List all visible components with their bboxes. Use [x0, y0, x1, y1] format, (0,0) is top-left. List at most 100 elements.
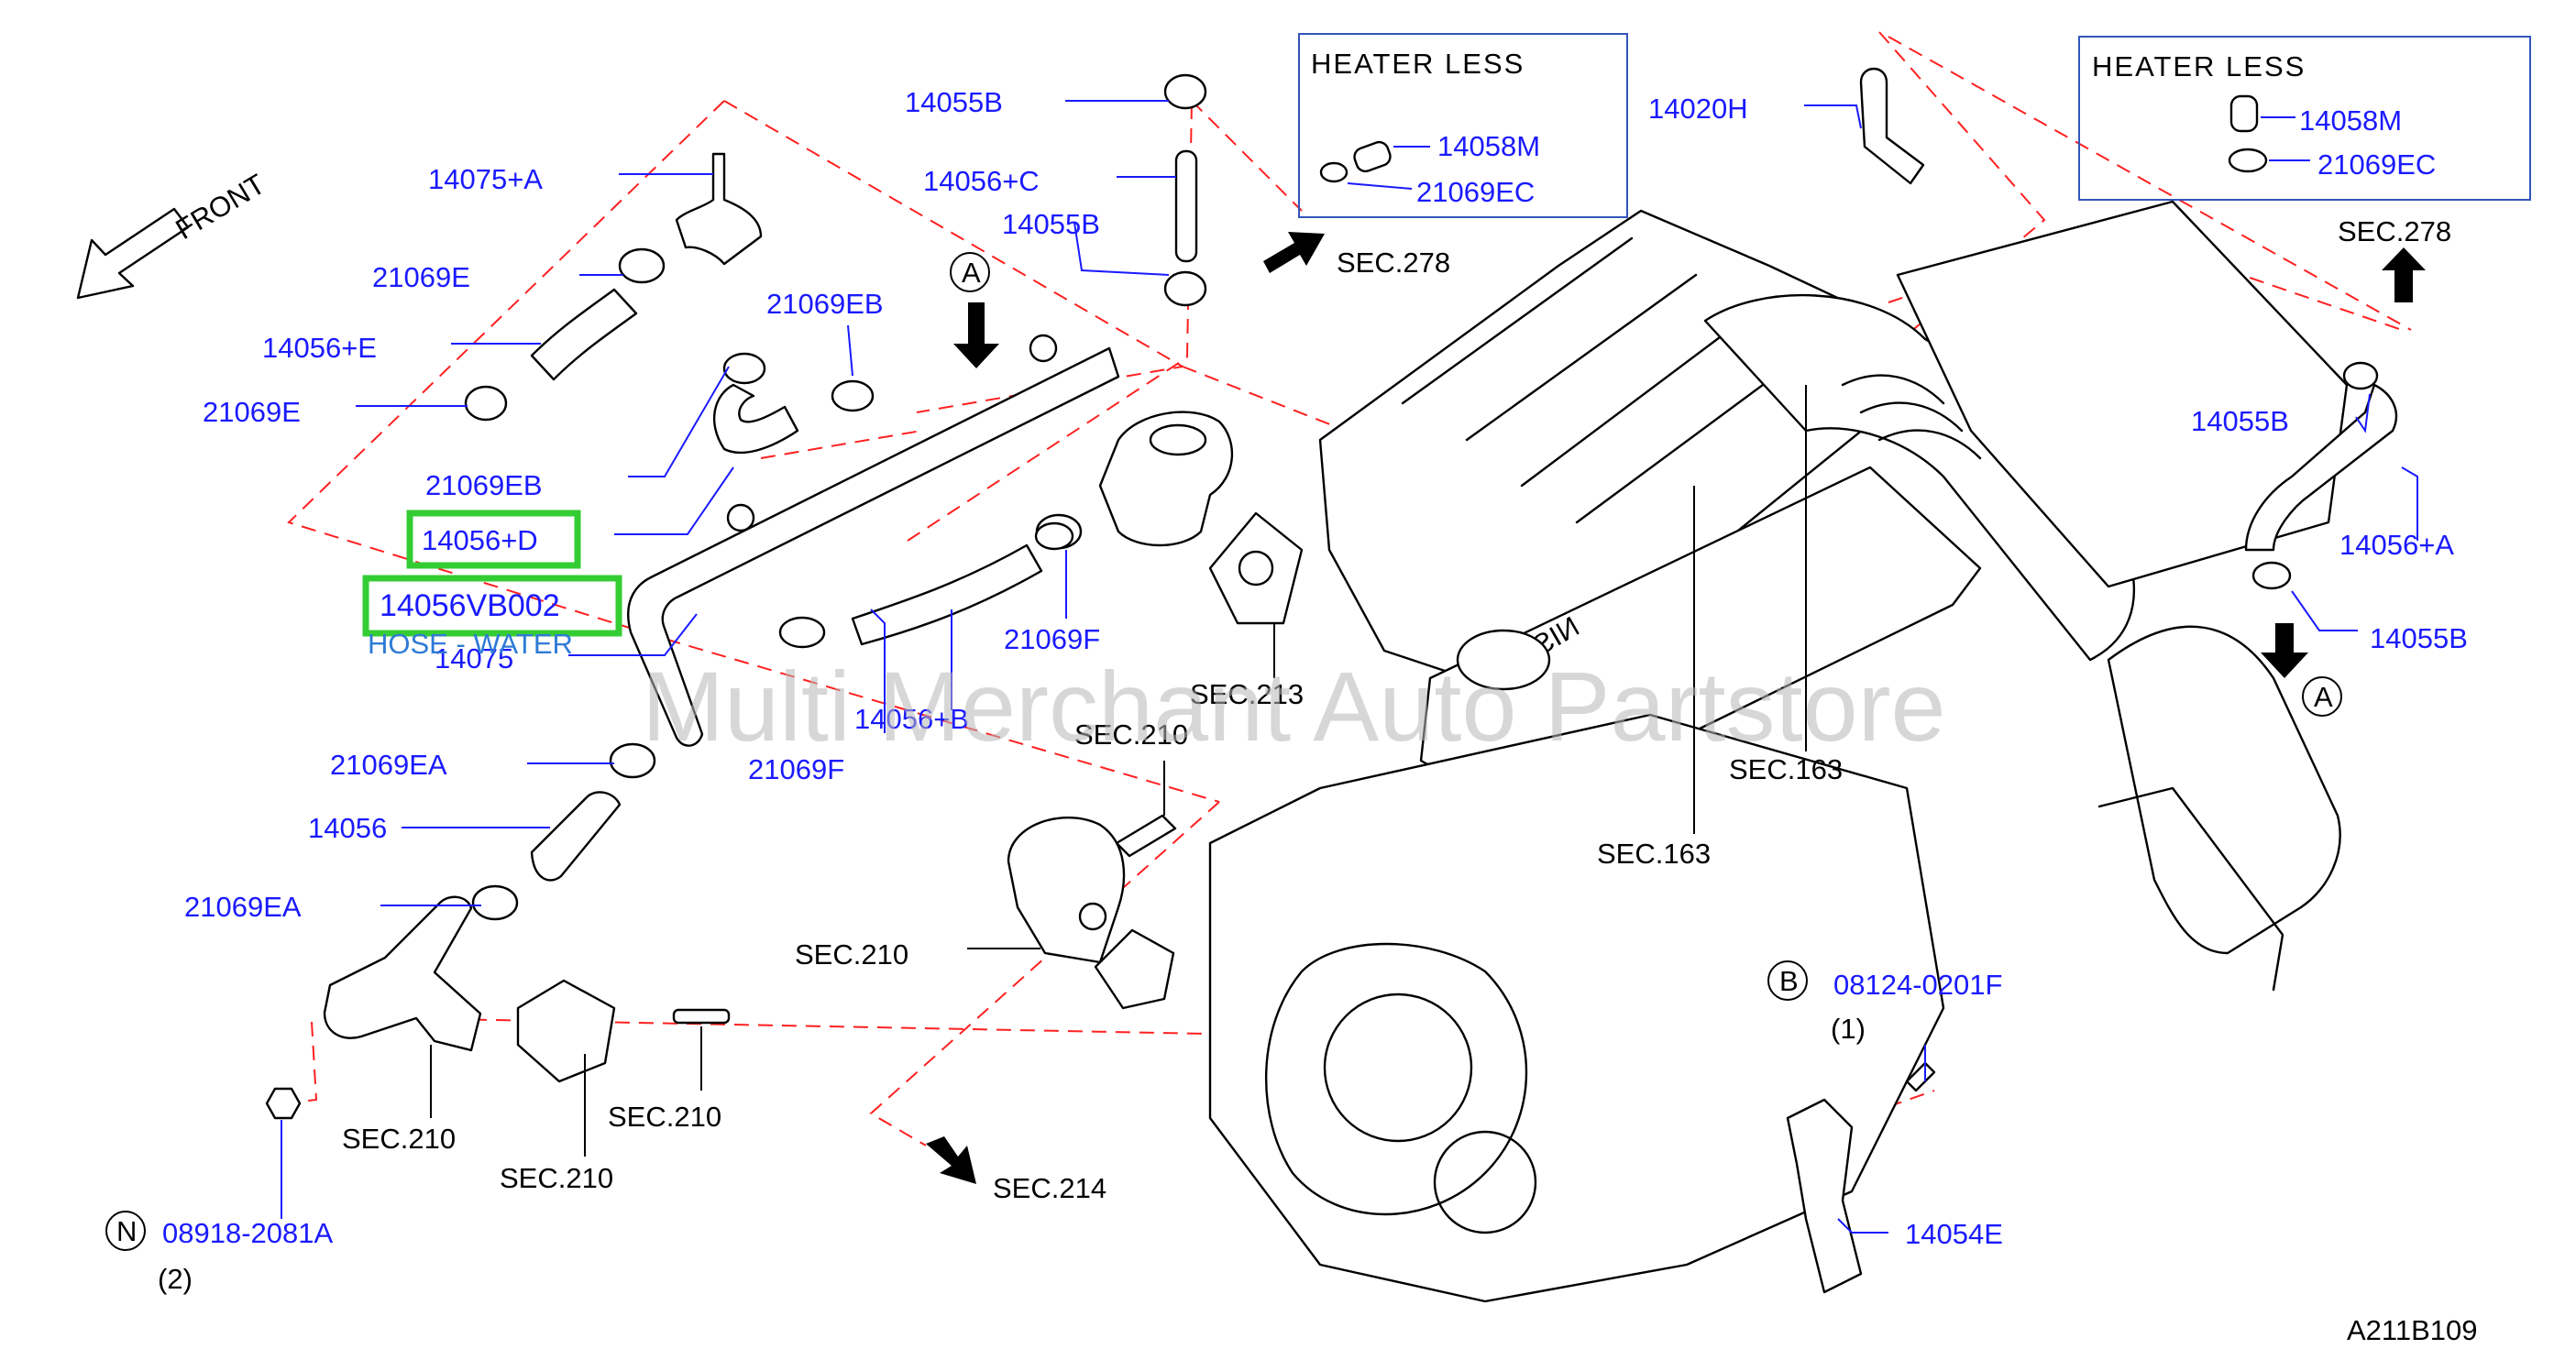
callout-b-text: B [1779, 965, 1799, 997]
part-label-14058m[interactable]: 14058M [2299, 104, 2402, 137]
part-label-21069ec[interactable]: 21069EC [2317, 148, 2436, 181]
heater-less-box-right [2078, 36, 2531, 201]
section-label-210[interactable]: SEC.210 [500, 1162, 613, 1194]
highlighted-part-description: HOSE - WATER [368, 628, 573, 660]
quantity-b: (1) [1831, 1013, 1866, 1045]
egr-plate [1208, 511, 1304, 625]
section-label-163[interactable]: SEC.163 [1729, 753, 1843, 785]
valve-cover [1419, 466, 1982, 817]
hose-14056c [1174, 149, 1198, 263]
hose-14056 [530, 791, 622, 882]
callout-a-top: A [950, 252, 990, 292]
highlighted-part-number[interactable]: 14056VB002 [380, 588, 560, 623]
section-leaders [430, 385, 1807, 1157]
quantity-n: (2) [158, 1263, 193, 1295]
hose-clamp [618, 247, 666, 284]
hose-clamp [609, 742, 656, 779]
hex-nut-icon [265, 1087, 302, 1120]
housing-port [1078, 902, 1107, 931]
front-label: FRONT [171, 168, 271, 246]
part-label-14056d[interactable]: 14056+D [422, 524, 538, 556]
part-label-21069ea[interactable]: 21069EA [330, 749, 447, 781]
callout-b: B [1767, 960, 1808, 1001]
callout-a-text: A [962, 257, 981, 289]
watermark: Multi Merchant Auto Partstore [642, 651, 1946, 762]
part-label-14056[interactable]: 14056 [308, 812, 387, 844]
part-label-21069eb[interactable]: 21069EB [425, 469, 543, 501]
part-label-14056a[interactable]: 14056+A [2339, 529, 2454, 561]
part-label-14056c[interactable]: 14056+C [923, 165, 1040, 197]
mounting-bracket [1786, 1098, 1863, 1294]
hose-clamp [722, 352, 766, 385]
arrow-up-icon [2382, 247, 2426, 302]
left-hose-assembly [265, 152, 1120, 1120]
front-arrow-icon [76, 207, 190, 300]
hose-14056d [712, 383, 799, 455]
part-label-14056e[interactable]: 14056+E [262, 332, 377, 364]
part-label-14055b[interactable]: 14055B [2370, 622, 2468, 654]
part-label-21069ea[interactable]: 21069EA [184, 891, 302, 923]
outlet-fitting [675, 152, 763, 266]
hose-clamp [2251, 561, 2292, 590]
bellhousing-bore [1323, 993, 1473, 1143]
heater-less-right-parts [2228, 94, 2310, 173]
cap-icon [2229, 94, 2259, 133]
section-label-278[interactable]: SEC.278 [1337, 247, 1450, 279]
hose-clamp [464, 385, 508, 422]
part-label-21069e[interactable]: 21069E [372, 261, 470, 293]
part-label-14055b[interactable]: 14055B [2191, 405, 2289, 437]
callout-n-text: N [116, 1215, 137, 1247]
hose-clamp [831, 379, 875, 412]
callout-a-right: A [2302, 676, 2342, 717]
part-label-14058m[interactable]: 14058M [1437, 130, 1540, 162]
callout-a-text: A [2314, 681, 2333, 713]
pipe-bracket [1029, 334, 1058, 363]
gasket [516, 979, 616, 1083]
section-label-210[interactable]: SEC.210 [1074, 718, 1188, 751]
hose-clamp [1034, 521, 1074, 551]
section-label-213[interactable]: SEC.213 [1190, 678, 1304, 710]
part-label-14075a[interactable]: 14075+A [428, 163, 543, 195]
clamp-icon [1319, 161, 1349, 183]
flywheel-gear [1433, 1130, 1537, 1234]
water-pipe-14075 [627, 346, 1120, 747]
highlight-box-part-number [362, 575, 622, 637]
pipe-bracket [726, 503, 755, 532]
part-label-14075[interactable]: 14075 [435, 642, 513, 675]
part-label-14055b[interactable]: 14055B [905, 86, 1003, 118]
section-label-210[interactable]: SEC.210 [608, 1101, 721, 1133]
top-center-hose-assembly [1163, 73, 1207, 307]
throttle-bore [1149, 423, 1207, 456]
part-label-08124-0201f[interactable]: 08124-0201F [1833, 969, 2002, 1001]
part-label-21069ec[interactable]: 21069EC [1416, 176, 1535, 208]
section-label-163[interactable]: SEC.163 [1597, 838, 1711, 870]
front-direction-indicator: FRONT [76, 168, 271, 300]
part-label-21069eb[interactable]: 21069EB [766, 288, 884, 320]
section-label-278[interactable]: SEC.278 [2338, 215, 2451, 247]
leader-lines [281, 100, 2418, 1234]
part-label-14055b[interactable]: 14055B [1002, 208, 1100, 240]
part-label-21069f[interactable]: 21069F [748, 753, 844, 785]
hose-clamp [471, 884, 519, 921]
clamp-icon [2228, 148, 2268, 173]
part-label-14054e[interactable]: 14054E [1905, 1218, 2003, 1250]
section-label-210[interactable]: SEC.210 [795, 938, 908, 971]
section-labels: SEC.278 SEC.278 SEC.213 SEC.210 SEC.210 … [342, 215, 2451, 1204]
part-label-08918-2081a[interactable]: 08918-2081A [162, 1217, 333, 1249]
hose-14056e [530, 288, 638, 381]
part-label-21069e[interactable]: 21069E [203, 396, 301, 428]
part-label-14020h[interactable]: 14020H [1648, 93, 1748, 125]
highlight-box-14056d [406, 510, 581, 569]
hose-14056a [2244, 383, 2398, 552]
water-fitting-14020h [1859, 67, 1925, 185]
oil-filler-cap [1456, 629, 1551, 691]
section-label-210[interactable]: SEC.210 [342, 1123, 456, 1155]
section-label-214[interactable]: SEC.214 [993, 1172, 1106, 1204]
engine-illustration: NISSAN [1208, 67, 2398, 1303]
water-outlet-housing [323, 895, 482, 1052]
callout-n: N [105, 1211, 146, 1251]
part-label-14056b[interactable]: 14056+B [854, 703, 969, 735]
flange-bolt [1905, 1061, 1936, 1092]
heater-less-title-right: HEATER LESS [2092, 50, 2306, 82]
part-label-21069f[interactable]: 21069F [1004, 623, 1100, 655]
